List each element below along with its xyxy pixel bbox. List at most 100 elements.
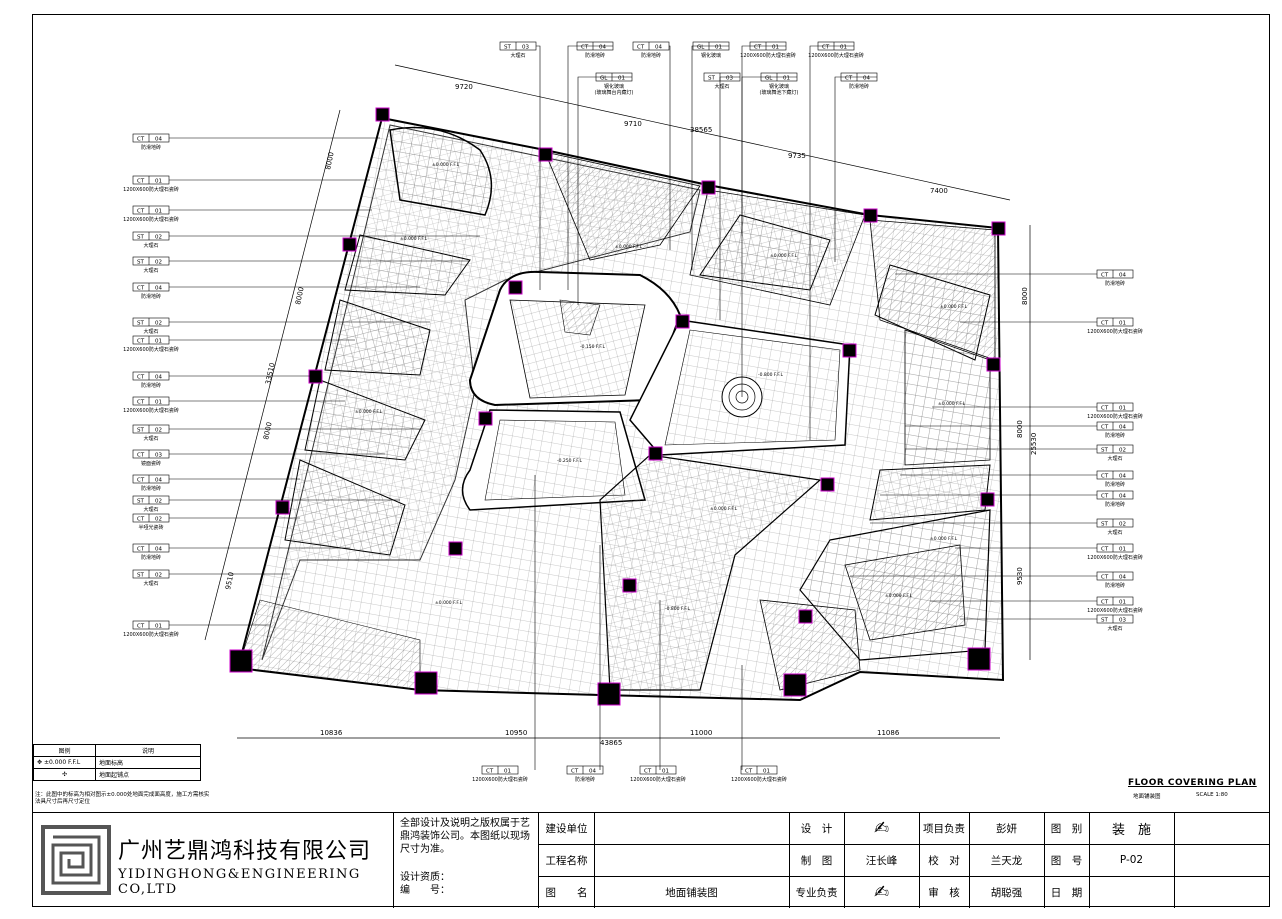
callout-number: 03	[726, 76, 733, 82]
callout-number: 02	[1119, 448, 1126, 454]
elevation-9: ±0.000 F.F.L	[938, 401, 966, 407]
pm-name: 彭妍	[996, 823, 1017, 835]
callout-number: 01	[1119, 321, 1126, 327]
callout-number: 01	[155, 624, 162, 630]
callout-number: 02	[155, 260, 162, 266]
callout-code: ST	[137, 499, 144, 505]
dim-10950: 10950	[505, 729, 527, 737]
title-grid: 建设单位 工程名称 图 名 地面铺装图 设 计 制 图 专业负责 ✍ 汪长峰 ✍…	[538, 813, 1270, 908]
dim-7400: 7400	[930, 187, 948, 195]
callout-code: CT	[137, 478, 145, 484]
elevation-6: ±0.000 F.F.L	[940, 304, 968, 310]
callout-code: CT	[1101, 474, 1109, 480]
callout-number: 02	[155, 499, 162, 505]
designer-signature-icon: ✍	[873, 818, 890, 839]
callout-code: GL	[600, 76, 608, 82]
callout-desc: 防滑地砖	[585, 52, 605, 59]
callout-number: 01	[662, 769, 669, 775]
callout-desc: 防滑地砖	[1105, 432, 1125, 439]
elevation-4: ±0.000 F.F.L	[615, 244, 643, 250]
callout-number: 01	[715, 45, 722, 51]
callout-code: ST	[137, 260, 144, 266]
callout-desc: 大理石	[1107, 529, 1122, 536]
callout-number: 02	[155, 235, 162, 241]
callout-code: ST	[504, 45, 511, 51]
number-label: 编 号：	[400, 885, 450, 896]
dim-right-8000a: 8000	[1021, 287, 1029, 305]
elevation-markers: ±0.000 F.F.L ±0.000 F.F.L -0.150 F.F.L ±…	[355, 162, 968, 612]
callout-number: 01	[504, 769, 511, 775]
callout-desc: 钢化玻璃	[701, 52, 721, 59]
callout-number: 01	[155, 339, 162, 345]
callout-desc: 大理石	[1107, 625, 1122, 632]
callout-code: CT	[1101, 575, 1109, 581]
callout-number: 01	[840, 45, 847, 51]
callout-code: CT	[1101, 600, 1109, 606]
callout-code: ST	[1101, 618, 1108, 624]
callout-code: CT	[1101, 273, 1109, 279]
callout-desc: 大理石	[510, 52, 525, 59]
callout-desc: 大理石	[143, 506, 158, 513]
drawing-scale: SCALE 1:80	[1196, 792, 1228, 798]
callout-desc: 大理石	[143, 435, 158, 442]
callout-number: 01	[618, 76, 625, 82]
left-booths	[237, 126, 493, 691]
dimension-texts: 9720 9710 38565 9735 7400 8000 8000 3351…	[224, 83, 1038, 747]
date-label: 日 期	[1050, 886, 1083, 899]
callout-number: 01	[783, 76, 790, 82]
callout-desc: 1200X600防大理石瓷砖	[123, 407, 179, 414]
callout-desc: 防滑地砖	[1105, 481, 1125, 488]
callout-desc: 1200X600防大理石瓷砖	[123, 186, 179, 193]
company-logo-box: 广州艺鼎鸿科技有限公司 YIDINGHONG&ENGINEERING CO,LT…	[33, 813, 394, 908]
callout-desc: 防滑地砖	[849, 83, 869, 90]
callout-code: CT	[754, 45, 762, 51]
callout-number: 04	[599, 45, 606, 51]
elevation-1: ±0.000 F.F.L	[432, 162, 460, 168]
callout-desc: 大理石	[143, 242, 158, 249]
callout-desc: 1200X600防大理石瓷砖	[740, 52, 796, 59]
callout-code: GL	[765, 76, 773, 82]
callout-desc: 大理石	[143, 267, 158, 274]
lead-signature-icon: ✍	[873, 881, 890, 903]
callout-number: 03	[1119, 618, 1126, 624]
callout-number: 04	[589, 769, 596, 775]
callout-code: CT	[137, 400, 145, 406]
callout-code: CT	[137, 209, 145, 215]
callout-number: 02	[155, 428, 162, 434]
elevation-8: -0.800 F.F.L	[758, 372, 784, 378]
reviewer-name: 胡聪强	[990, 886, 1023, 899]
callout-number: 04	[1119, 575, 1126, 581]
callout-number: 02	[155, 573, 162, 579]
elevation-3: -0.150 F.F.L	[580, 344, 606, 350]
drawing-no-value: P-02	[1119, 854, 1144, 866]
callout-number: 04	[155, 547, 162, 553]
callout-desc: 大理石	[1107, 455, 1122, 462]
elevation-12: ±0.000 F.F.L	[930, 536, 958, 542]
callout-number: 04	[1119, 474, 1126, 480]
callout-code: ST	[1101, 522, 1108, 528]
dim-left-33510: 33510	[264, 362, 276, 385]
columns	[229, 107, 1006, 706]
callout-code: CT	[137, 179, 145, 185]
callout-number: 04	[155, 137, 162, 143]
client-label: 建设单位	[545, 823, 588, 835]
callout-number: 01	[1119, 547, 1126, 553]
dim-right-8000b: 8000	[1016, 420, 1024, 438]
design-label: 设 计	[800, 823, 833, 835]
callout-number: 01	[155, 400, 162, 406]
callout-code: ST	[137, 428, 144, 434]
